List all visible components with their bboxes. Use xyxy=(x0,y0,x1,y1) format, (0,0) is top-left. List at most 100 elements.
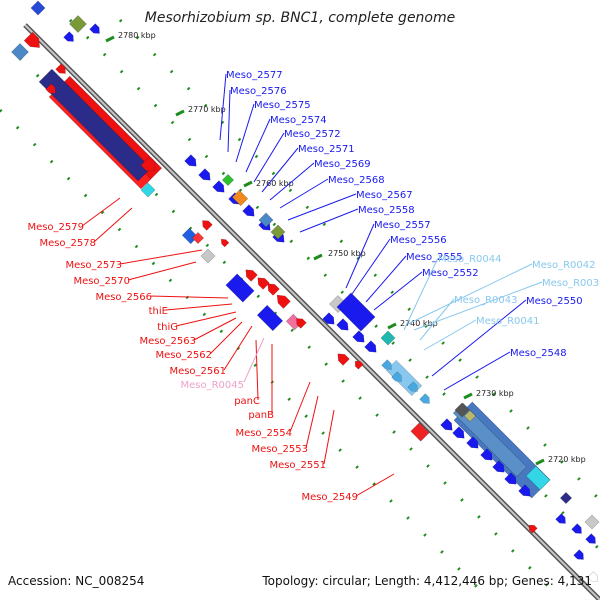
gene-arrow xyxy=(212,180,225,193)
gene-arrow xyxy=(528,524,538,534)
gene-label: Meso_2574 xyxy=(270,115,327,126)
gene-arrow xyxy=(571,523,582,534)
gene-arrow xyxy=(354,360,364,370)
gene-arrow xyxy=(407,381,418,392)
topology-label: Topology: circular; Length: 4,412,446 bp… xyxy=(262,574,592,588)
leader-line xyxy=(81,197,121,227)
gene-arrow xyxy=(352,330,365,343)
leader-line xyxy=(227,89,231,153)
gene-block xyxy=(30,0,46,16)
gene-arrow xyxy=(140,156,156,172)
gene-label: Meso_2550 xyxy=(526,296,583,307)
gene-label: Meso_2566 xyxy=(95,292,152,303)
leader-line xyxy=(345,223,375,289)
gene-block xyxy=(454,402,470,418)
gene-block xyxy=(225,273,255,303)
gene-block xyxy=(270,224,286,240)
gene-label: Meso_2557 xyxy=(374,220,431,231)
tick-label: 2760 kbp xyxy=(256,179,294,188)
leader-line xyxy=(287,193,357,221)
gene-label: Meso_2556 xyxy=(390,235,447,246)
leader-line xyxy=(289,381,311,433)
gene-label: thiG xyxy=(157,322,178,333)
gene-arrow xyxy=(391,371,402,382)
leader-line xyxy=(423,319,477,351)
contig-block xyxy=(38,68,152,182)
gene-label: Meso_2575 xyxy=(254,100,311,111)
gene-label: Meso_2571 xyxy=(298,144,355,155)
gene-label: Meso_2554 xyxy=(235,428,292,439)
gene-arrow xyxy=(267,283,280,296)
gene-block xyxy=(258,212,274,228)
gene-block xyxy=(463,409,477,423)
tick-mark xyxy=(243,180,253,188)
gene-arrow xyxy=(242,204,255,217)
tick-label: 2780 kbp xyxy=(118,31,156,40)
gene-arrow xyxy=(587,571,598,582)
leader-line xyxy=(209,321,243,355)
gene-arrow xyxy=(555,513,566,524)
gene-arrow xyxy=(45,83,56,94)
gene-label: Meso_R0042 xyxy=(532,260,596,271)
tick-mark xyxy=(313,253,323,261)
gene-label: Meso_2549 xyxy=(301,492,358,503)
leader-line xyxy=(305,395,319,449)
gene-block xyxy=(256,304,284,332)
guide-track-2 xyxy=(118,18,600,502)
leader-line xyxy=(93,207,133,243)
gene-label: Meso_2548 xyxy=(510,348,567,359)
gene-label: panC xyxy=(234,396,260,407)
page-title: Mesorhizobium sp. BNC1, complete genome xyxy=(144,10,456,26)
gene-label: Meso_2551 xyxy=(269,460,326,471)
leader-line xyxy=(419,298,455,341)
gene-label: Meso_2577 xyxy=(226,70,283,81)
gene-arrow xyxy=(492,460,505,473)
gene-label: thiE xyxy=(149,306,168,317)
gene-label: Meso_R0039 xyxy=(542,278,600,289)
gene-label: Meso_R0045 xyxy=(180,380,244,391)
gene-arrow xyxy=(202,220,213,231)
leader-line xyxy=(219,73,227,141)
gene-label: Meso_2568 xyxy=(328,175,385,186)
gene-label: Meso_2578 xyxy=(39,238,96,249)
gene-arrow xyxy=(220,238,230,248)
tick-mark xyxy=(535,458,545,466)
gene-arrow xyxy=(184,154,197,167)
gene-label: Meso_2573 xyxy=(65,260,122,271)
leader-line xyxy=(165,303,233,311)
gene-label: Meso_2572 xyxy=(284,129,341,140)
gene-arrow xyxy=(419,393,430,404)
leader-line xyxy=(279,178,329,209)
gene-arrow xyxy=(504,472,517,485)
gene-block xyxy=(410,422,430,442)
tick-mark xyxy=(463,392,473,400)
leader-line xyxy=(253,132,285,183)
leader-line xyxy=(193,317,237,341)
gene-arrow xyxy=(23,31,40,48)
leader-line xyxy=(245,118,271,173)
gene-label: Meso_2558 xyxy=(358,205,415,216)
gene-arrow xyxy=(336,318,349,331)
tick-label: 2730 kbp xyxy=(476,389,514,398)
gene-label: Meso_R0041 xyxy=(476,316,540,327)
guide-track-3 xyxy=(0,108,492,600)
gene-arrow xyxy=(518,484,531,497)
gene-block xyxy=(140,182,156,198)
gene-block xyxy=(285,313,303,331)
gene-block xyxy=(525,465,551,491)
gene-block xyxy=(181,227,199,245)
gene-arrow xyxy=(480,448,493,461)
gene-block xyxy=(584,514,600,530)
gene-label: Meso_R0044 xyxy=(438,254,502,265)
gene-arrow xyxy=(89,23,100,34)
gene-arrow xyxy=(381,359,392,370)
gene-arrow xyxy=(573,549,584,560)
gene-block xyxy=(69,15,87,33)
leader-line xyxy=(373,271,423,311)
tick-mark xyxy=(175,109,185,117)
gene-label: Meso_2570 xyxy=(73,276,130,287)
gene-label: Meso_2555 xyxy=(406,252,463,263)
gene-label: Meso_2569 xyxy=(314,159,371,170)
gene-arrow xyxy=(63,31,74,42)
